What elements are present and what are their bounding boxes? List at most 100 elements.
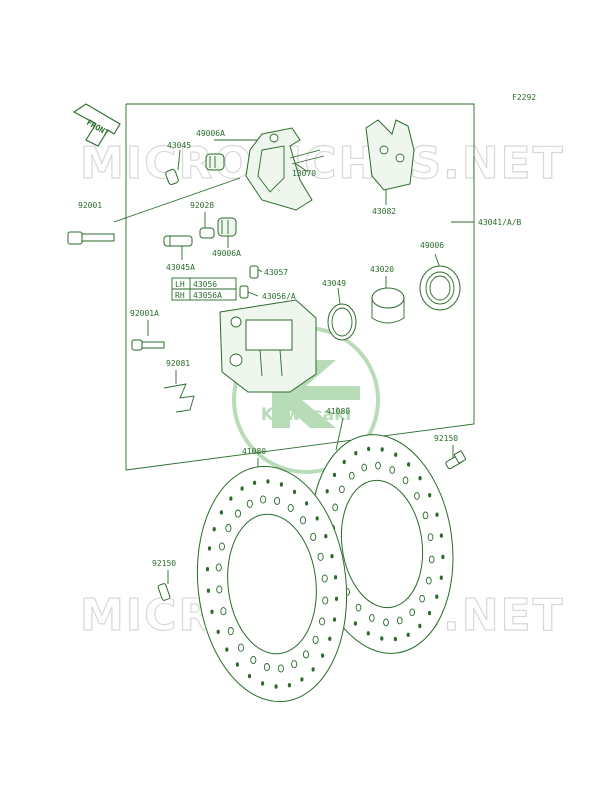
disc-hole-inner	[425, 576, 432, 585]
disc-hole-outer	[305, 501, 309, 506]
front-arrow-icon: FRONT	[72, 103, 121, 147]
disc-hole-outer	[311, 667, 315, 672]
disc-hole-outer	[366, 631, 370, 636]
caliper-assembly-frame	[125, 103, 475, 471]
piston-43020	[371, 287, 405, 324]
disc-hole-inner	[299, 516, 307, 525]
disc-hole-outer	[394, 452, 398, 457]
disc-hole-outer	[205, 567, 210, 572]
kawasaki-logo-text: Kawasaki	[261, 405, 352, 425]
disc-hole-outer	[418, 476, 422, 481]
label-92150-left: 92150	[152, 559, 176, 568]
disc-hole-outer	[334, 596, 339, 601]
label-43045: 43045	[167, 141, 191, 150]
disc-hole-outer	[229, 496, 233, 501]
disc-hole-outer	[418, 623, 422, 629]
disc-hole-outer	[279, 482, 283, 487]
disc-hole-inner	[263, 663, 270, 672]
dust-boot-49006	[419, 265, 461, 311]
disc-hole-inner	[234, 509, 242, 518]
disc-hole-outer	[287, 683, 291, 688]
disc-hole-outer	[435, 594, 439, 599]
disc-hole-outer	[292, 489, 297, 495]
brake-disc-right	[310, 434, 454, 654]
label-49006: 49006	[420, 241, 444, 250]
disc-hole-outer	[274, 684, 278, 689]
disc-hole-inner	[339, 485, 345, 494]
label-92028: 92028	[190, 201, 214, 210]
disc-hole-outer	[315, 516, 319, 521]
bolt-92150-right	[445, 450, 467, 470]
disc-hole-inner	[227, 627, 234, 636]
disc-hole-inner	[246, 499, 253, 508]
disc-hole-inner	[368, 614, 375, 622]
disc-hole-outer	[253, 480, 257, 485]
label-43049: 43049	[322, 279, 346, 288]
disc-hole-outer	[354, 451, 358, 456]
disc-hole-inner	[321, 574, 328, 583]
label-92001: 92001	[78, 201, 102, 210]
disc-hole-inner	[332, 503, 339, 512]
disc-hole-outer	[324, 534, 328, 539]
disc-hole-inner	[260, 495, 267, 504]
disc-hole-inner	[312, 635, 319, 644]
disc-hole-inner	[389, 466, 396, 474]
disc-hole-inner	[225, 524, 232, 533]
disc-hole-outer	[207, 546, 212, 551]
disc-hole-outer	[300, 677, 304, 682]
disc-hole-outer	[328, 636, 332, 641]
label-43082: 43082	[372, 207, 396, 216]
disc-hole-inner	[218, 542, 225, 551]
disc-hole-inner	[419, 594, 425, 603]
disc-hole-inner	[409, 608, 416, 617]
boot-49006A-mid	[217, 217, 237, 237]
disc-hole-inner	[220, 607, 227, 616]
disc-hole-inner	[215, 563, 222, 572]
disc-hole-outer	[380, 447, 384, 452]
disc-hole-inner	[375, 461, 381, 470]
bolt-92001	[67, 231, 115, 245]
bleed-nipple-43057	[249, 265, 259, 279]
lh-label: LH	[175, 280, 185, 289]
label-92081: 92081	[166, 359, 190, 368]
disc-hole-inner	[427, 533, 434, 542]
disc-hole-outer	[439, 533, 443, 538]
label-49006A-top: 49006A	[196, 129, 225, 138]
disc-hole-inner	[291, 660, 298, 669]
disc-hole-inner	[422, 511, 429, 520]
disc-hole-outer	[435, 512, 439, 517]
disc-hole-inner	[237, 643, 245, 652]
disc-hole-outer	[428, 493, 432, 498]
disc-hole-outer	[206, 588, 210, 593]
disc-hole-inner	[361, 463, 368, 472]
disc-hole-outer	[407, 462, 411, 467]
disc-hole-outer	[334, 575, 338, 580]
label-49006A-mid: 49006A	[212, 249, 241, 258]
disc-hole-outer	[393, 636, 397, 642]
disc-hole-inner	[348, 471, 355, 480]
disc-hole-outer	[332, 617, 337, 622]
disc-hole-outer	[235, 662, 239, 667]
pad-43082	[365, 119, 415, 191]
label-92150-right: 92150	[434, 434, 458, 443]
spring-92081	[163, 383, 195, 413]
disc-hole-outer	[240, 486, 244, 491]
pin-43045A	[163, 235, 193, 247]
disc-hole-inner	[287, 503, 294, 513]
disc-hole-outer	[427, 610, 432, 616]
disc-hole-inner	[396, 616, 403, 625]
disc-hole-outer	[353, 621, 357, 626]
disc-hole-outer	[216, 629, 220, 634]
disc-hole-inner	[414, 492, 420, 500]
caliper-body	[219, 299, 317, 393]
label-13070: 13070	[292, 169, 316, 178]
label-92001A: 92001A	[130, 309, 159, 318]
disc-hole-inner	[317, 552, 324, 561]
label-41080-right: 41080	[326, 407, 350, 416]
disc-hole-inner	[277, 664, 284, 673]
sleeve-92028	[199, 227, 215, 239]
rh-part: 43056A	[193, 291, 222, 300]
disc-hole-outer	[247, 673, 252, 679]
label-43020: 43020	[370, 265, 394, 274]
